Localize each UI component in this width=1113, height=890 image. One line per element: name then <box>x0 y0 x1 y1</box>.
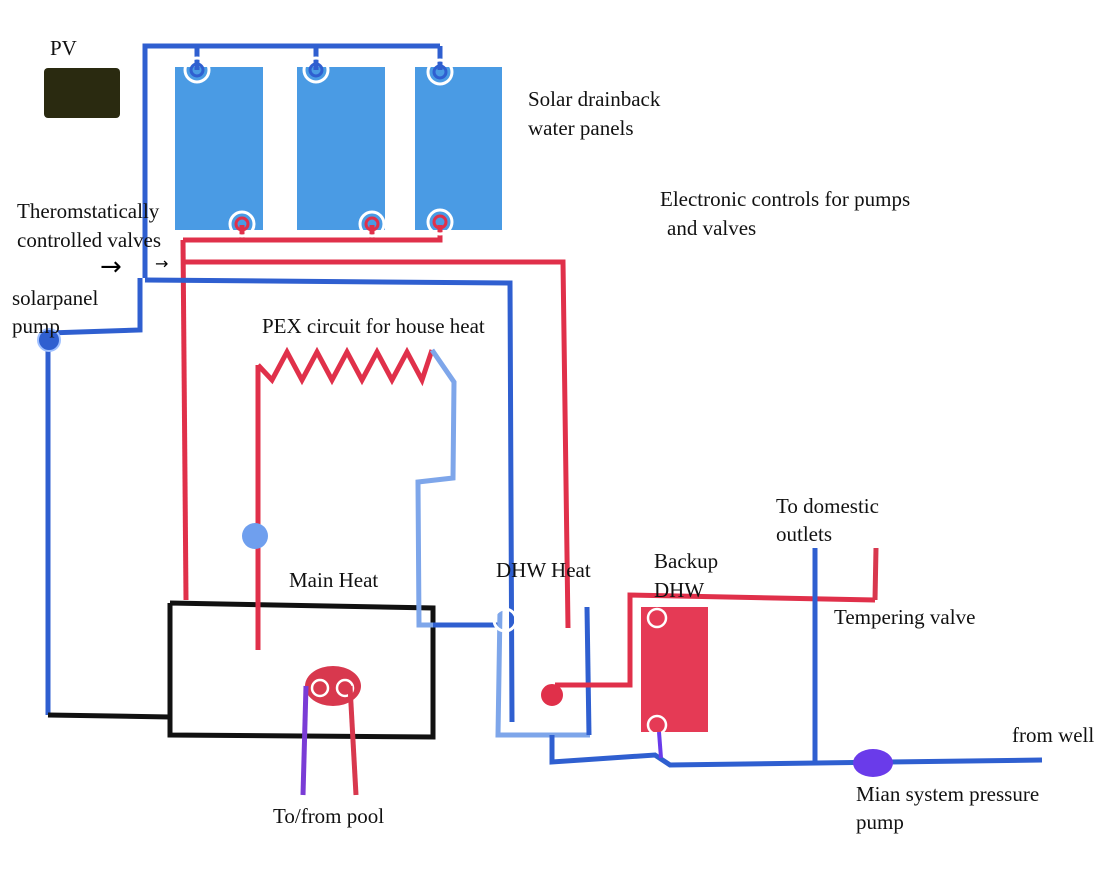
pump-to-main-tank <box>47 712 171 720</box>
solar-panel-3 <box>415 67 502 230</box>
bottom-hot-collector <box>183 225 443 243</box>
domestic-outlets-label-1: To domestic <box>776 494 879 518</box>
hot-supply-to-dhw <box>183 259 571 629</box>
thermostatic-valves-label-2: controlled valves <box>17 228 162 252</box>
dhw-loop-right <box>584 606 592 736</box>
backup-tank-feed <box>657 731 663 759</box>
pool-supply-pipe <box>300 685 309 796</box>
pex-zigzag-coil <box>256 346 435 387</box>
dhw-heat-label: DHW Heat <box>496 558 591 582</box>
main-heat-tank <box>167 600 436 740</box>
solar-panel-pump-icon <box>37 328 61 352</box>
backup-dhw-tank <box>641 607 708 732</box>
thermostatic-valves-label-1: Theromstatically <box>17 199 160 223</box>
cold-return-line <box>144 277 515 723</box>
pv-panel <box>44 68 120 118</box>
backup-tank-fitting-top <box>646 607 668 629</box>
bottom-fitting-3 <box>426 208 454 236</box>
pool-label: To/from pool <box>273 804 385 828</box>
valve-pointer-arrow-large: → <box>100 252 122 282</box>
top-fitting-1 <box>183 56 211 84</box>
solar-panel-1 <box>175 67 263 230</box>
pool-coil-fitting-2 <box>335 678 355 698</box>
backup-tank-fitting-bottom <box>646 714 668 736</box>
pressure-pump-label-2: pump <box>856 810 904 834</box>
electronic-controls-label-1: Electronic controls for pumps <box>660 187 911 211</box>
dhw-heat-exchanger-coil <box>539 682 565 708</box>
solar-pump-label-2: pump <box>12 314 60 338</box>
from-well-label: from well <box>1012 723 1095 747</box>
top-cold-manifold <box>142 43 440 278</box>
bottom-fitting-2 <box>358 210 386 238</box>
pex-circuit-label: PEX circuit for house heat <box>262 314 485 338</box>
hot-supply-to-main-heat <box>180 239 189 601</box>
solar-pump-line <box>45 278 143 715</box>
pool-return-pipe <box>347 685 359 796</box>
solar-panels-label-2: water panels <box>528 116 634 140</box>
pex-return-line <box>415 348 457 628</box>
backup-dhw-label-1: Backup <box>654 549 719 573</box>
solar-panel-2 <box>297 67 385 230</box>
pool-coil-fitting-1 <box>310 678 330 698</box>
domestic-outlets-label-2: outlets <box>776 522 832 546</box>
top-fitting-3 <box>426 58 454 86</box>
solar-panels-label-1: Solar drainback <box>528 87 661 111</box>
well-supply-line <box>549 735 1043 768</box>
domestic-hot-outlet <box>872 547 879 601</box>
tempering-valve-label: Tempering valve <box>834 605 976 629</box>
dhw-loop-left <box>495 609 590 738</box>
backup-dhw-label-2: DHW <box>654 578 705 602</box>
dhw-to-backup-pipe <box>555 592 876 688</box>
pv-label: PV <box>50 36 77 60</box>
main-heat-label: Main Heat <box>289 568 379 592</box>
dhw-fitting <box>492 607 518 633</box>
main-pressure-pump-icon <box>853 749 893 777</box>
top-fitting-2 <box>302 56 330 84</box>
pex-circulator-pump-icon <box>242 523 268 549</box>
solar-pump-label-1: solarpanel <box>12 286 99 310</box>
electronic-controls-label-2: and valves <box>667 216 757 240</box>
valve-pointer-arrow-small: → <box>155 254 169 273</box>
pressure-pump-label-1: Mian system pressure <box>856 782 1040 806</box>
bottom-fitting-1 <box>228 210 256 238</box>
